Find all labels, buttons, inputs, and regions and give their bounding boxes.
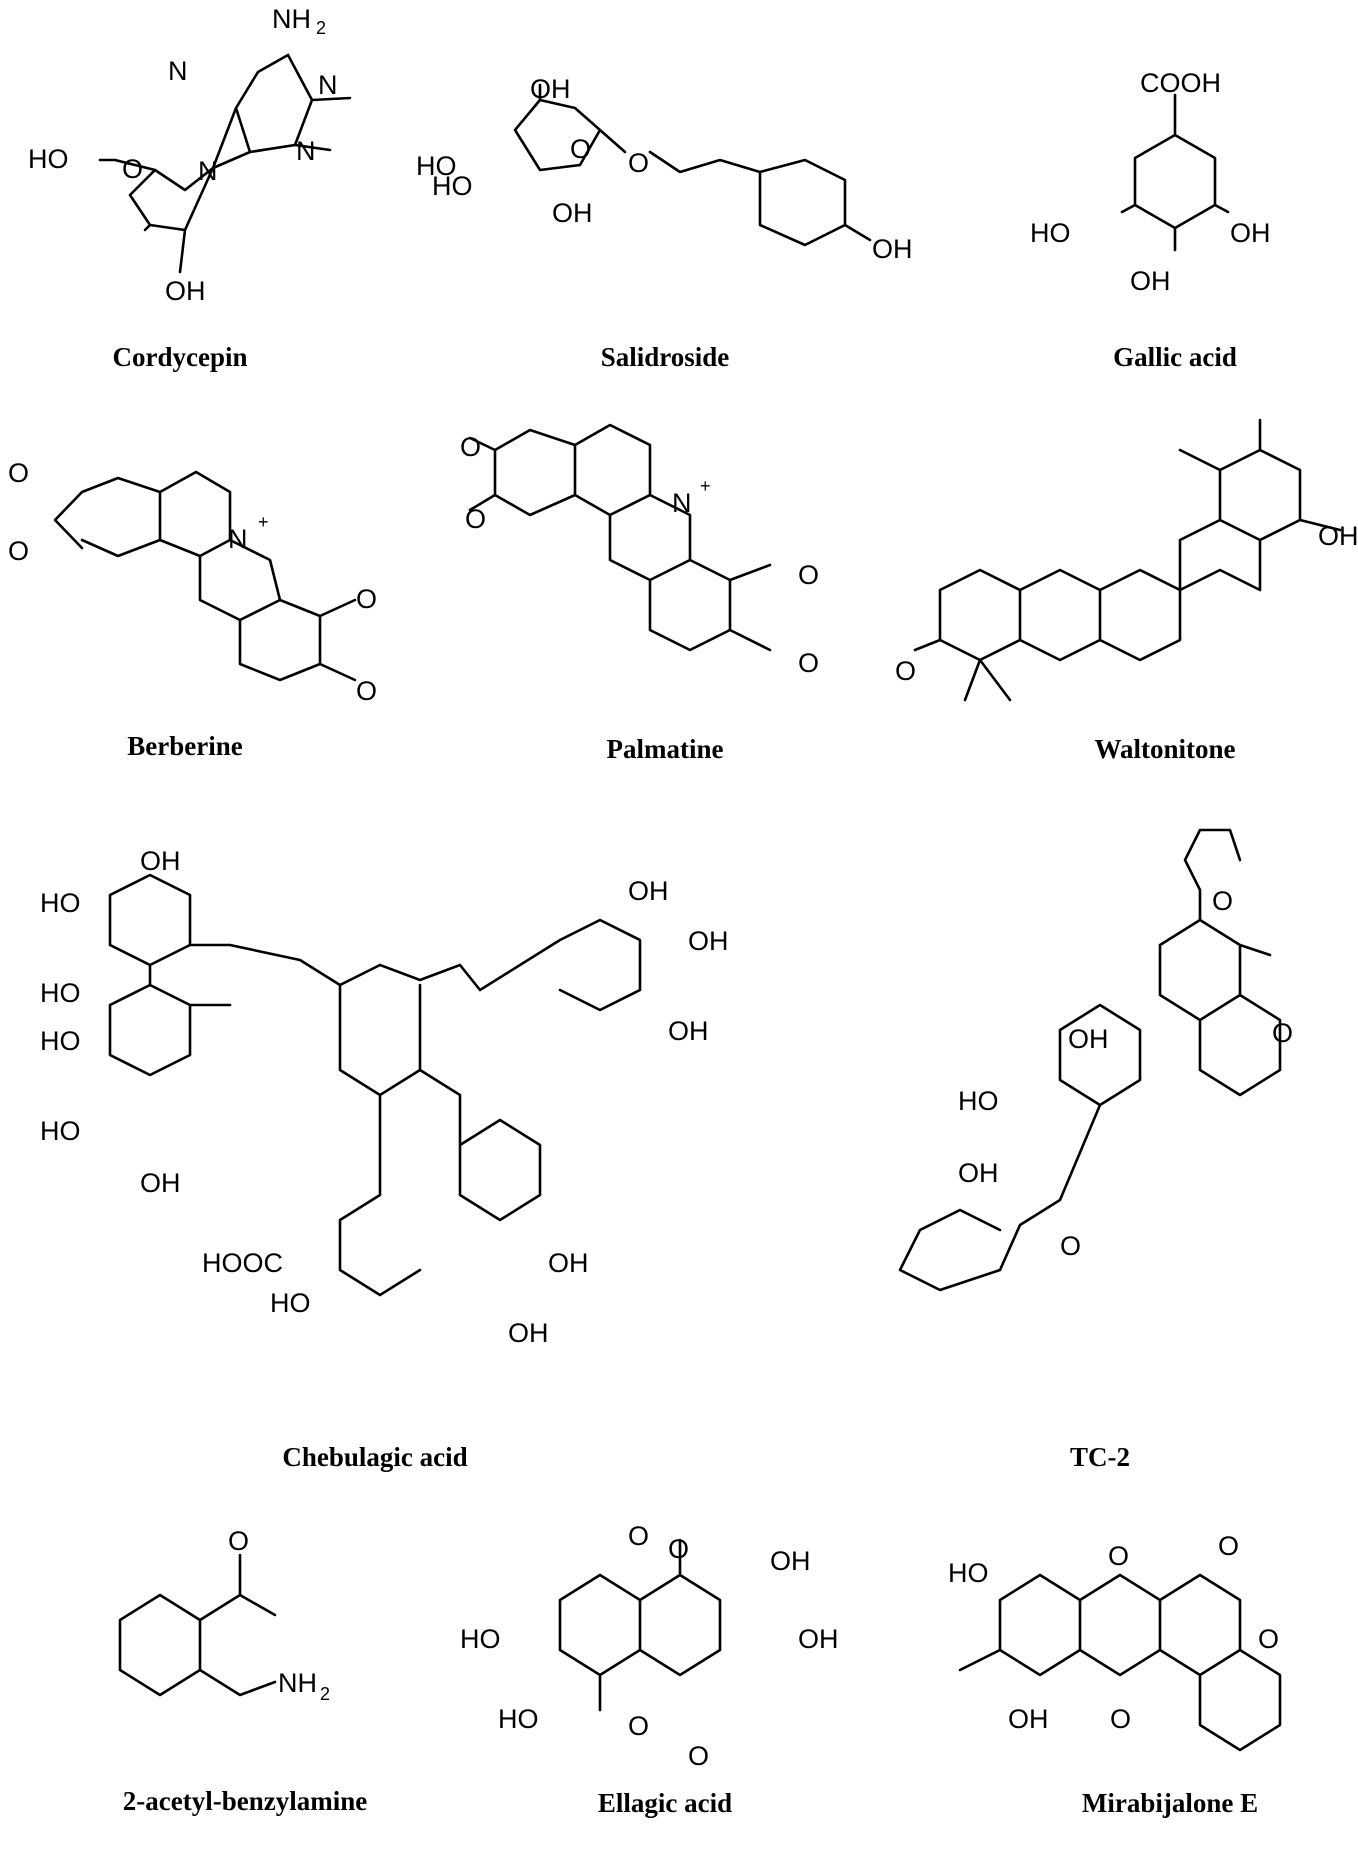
atom-ho: HO (40, 888, 81, 918)
atom-n-plus: N (228, 524, 248, 554)
atom-n-plus: N (672, 488, 692, 518)
compound-name-tc-2: TC-2 (1070, 1442, 1130, 1472)
compound-name-berberine: Berberine (127, 731, 242, 761)
compound-name-gallic-acid: Gallic acid (1113, 342, 1237, 372)
waltonitone-structure: O OH Waltonitone (895, 418, 1358, 764)
atom-oh: OH (1008, 1704, 1049, 1734)
atom-hooc: HOOC (202, 1248, 283, 1278)
palmatine-structure: O O N + O O Palmatine (460, 423, 819, 764)
atom-o: O (628, 148, 649, 178)
atom-oh: OH (798, 1624, 839, 1654)
atom-ho: HO (40, 1026, 81, 1056)
compound-name-waltonitone: Waltonitone (1094, 734, 1235, 764)
atom-oh: OH (668, 1016, 709, 1046)
atom-o: O (465, 504, 486, 534)
atom-o: O (798, 648, 819, 678)
atom-oh: OH (1318, 521, 1358, 551)
atom-o: O (570, 134, 591, 164)
atom-oh: OH (530, 74, 571, 104)
atom-o: O (1218, 1531, 1239, 1561)
atom-oh: OH (1068, 1024, 1109, 1054)
atom-n: N (318, 70, 338, 100)
cordycepin-structure: NH 2 N N N N HO O OH Cordycepin (28, 4, 352, 372)
atom-ho: HO (270, 1288, 311, 1318)
atom-oh: OH (508, 1318, 549, 1348)
atom-n: N (296, 136, 316, 166)
ellagic-acid-structure: O O OH OH HO HO O O Ellagic acid (460, 1521, 839, 1818)
atom-oh: OH (1130, 266, 1171, 296)
compound-name-ellagic-acid: Ellagic acid (598, 1788, 732, 1818)
atom-nh2: NH (278, 1668, 317, 1698)
atom-o: O (628, 1711, 649, 1741)
atom-oh: OH (140, 1168, 181, 1198)
atom-n: N (198, 156, 218, 186)
atom-o: O (628, 1521, 649, 1551)
chebulagic-acid-structure: OH HO HO HO HO OH OH OH OH HOOC HO OH OH… (40, 846, 729, 1472)
atom-o: O (1212, 886, 1233, 916)
atom-o: O (122, 154, 143, 184)
compound-name-palmatine: Palmatine (607, 734, 724, 764)
compound-name-mirabijalone-e: Mirabijalone E (1082, 1788, 1258, 1818)
mirabijalone-e-structure: O O O HO OH O Mirabijalone E (948, 1531, 1282, 1818)
atom-oh: OH (165, 276, 206, 306)
atom-o: O (895, 656, 916, 686)
atom-o: O (1272, 1018, 1293, 1048)
atom-oh: OH (552, 198, 593, 228)
compound-name-cordycepin: Cordycepin (113, 342, 248, 372)
atom-o: O (688, 1741, 709, 1771)
atom-o: O (356, 584, 377, 614)
atom-ho: HO (958, 1086, 999, 1116)
atom-nh2: NH (272, 4, 311, 34)
atom-o: O (460, 432, 481, 462)
atom-cooh: COOH (1140, 68, 1221, 98)
atom-oh: OH (548, 1248, 589, 1278)
compound-name-acetyl-benzylamine: 2-acetyl-benzylamine (123, 1786, 367, 1816)
compound-name-chebulagic-acid: Chebulagic acid (282, 1442, 467, 1472)
atom-oh: OH (688, 926, 729, 956)
atom-ho: HO (498, 1704, 539, 1734)
atom-n: N (168, 56, 188, 86)
atom-o: O (1108, 1541, 1129, 1571)
atom-o: O (228, 1526, 249, 1556)
atom-o: O (1258, 1624, 1279, 1654)
atom-ho: HO (460, 1624, 501, 1654)
salidroside-structure: OH O HO HO OH O OH Salidroside (416, 74, 913, 372)
atom-ho: HO (28, 144, 69, 174)
atom-ho: HO (416, 151, 457, 181)
atom-plus: + (258, 512, 269, 532)
berberine-structure: O O N + O O Berberine (8, 458, 377, 761)
gallic-acid-structure: COOH HO OH OH Gallic acid (1030, 68, 1271, 372)
atom-sub2: 2 (320, 1684, 330, 1704)
atom-o: O (8, 536, 29, 566)
atom-plus: + (700, 476, 711, 496)
atom-ho: HO (948, 1558, 989, 1588)
atom-ho: HO (40, 1116, 81, 1146)
atom-ho: HO (432, 171, 473, 201)
atom-o: O (8, 458, 29, 488)
atom-oh: OH (958, 1158, 999, 1188)
atom-oh: OH (770, 1546, 811, 1576)
atom-o: O (1060, 1231, 1081, 1261)
atom-o: O (356, 676, 377, 706)
atom-ho: HO (40, 978, 81, 1008)
atom-o: O (1110, 1704, 1131, 1734)
acetyl-benzylamine-structure: O NH 2 2-acetyl-benzylamine (118, 1526, 367, 1816)
atom-o: O (798, 560, 819, 590)
atom-oh: OH (872, 234, 913, 264)
atom-oh: OH (140, 846, 181, 876)
compound-name-salidroside: Salidroside (601, 342, 730, 372)
atom-oh: OH (628, 876, 669, 906)
atom-ho: HO (1030, 218, 1071, 248)
atom-sub2: 2 (316, 18, 326, 38)
tc-2-structure: O O OH HO O OH TC-2 (898, 828, 1293, 1472)
atom-o: O (668, 1534, 689, 1564)
atom-oh: OH (1230, 218, 1271, 248)
